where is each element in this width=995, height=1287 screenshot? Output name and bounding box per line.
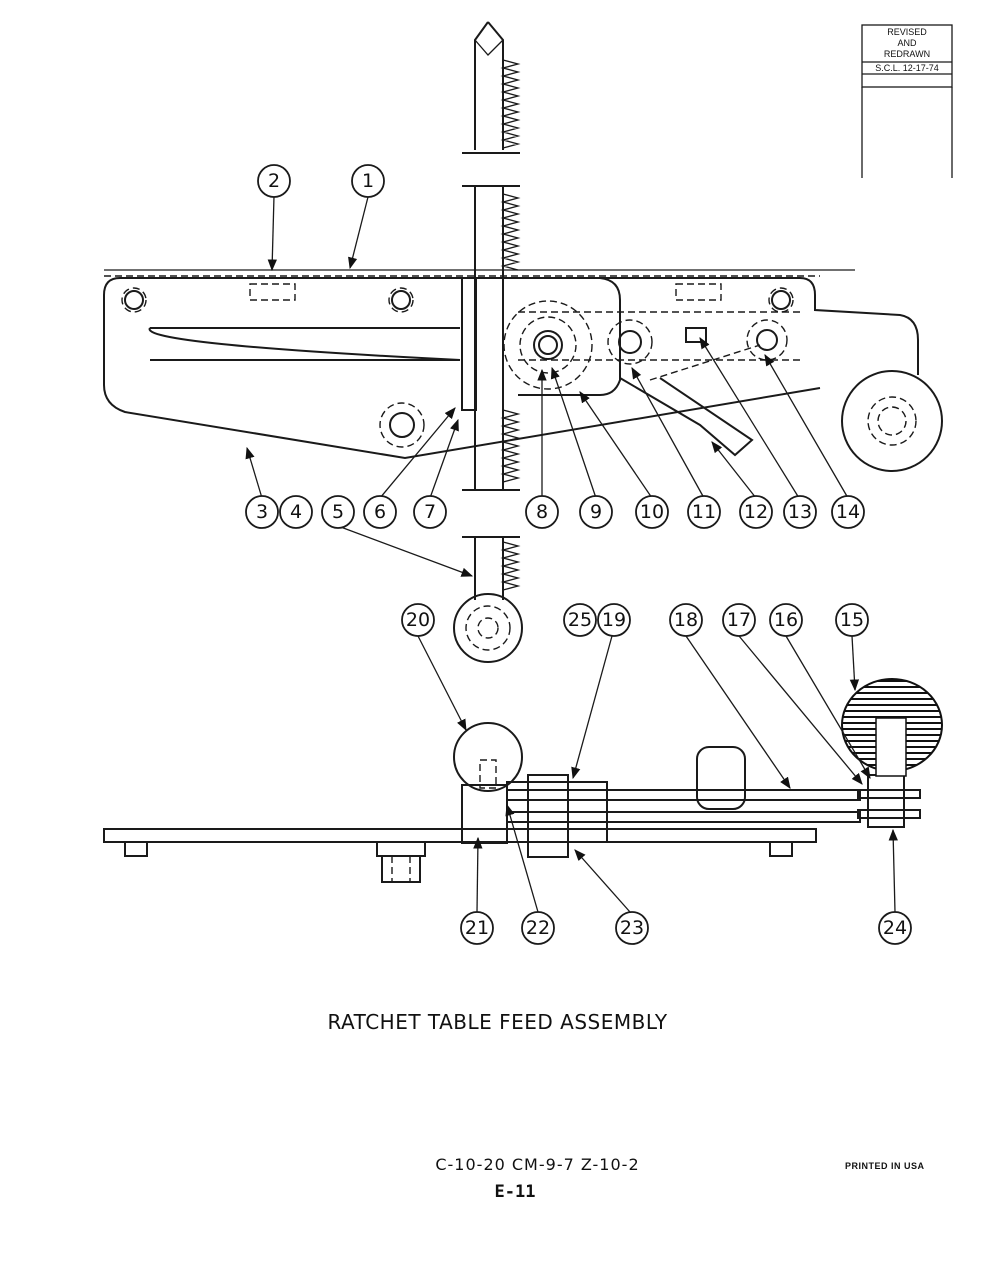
- svg-text:18: 18: [674, 609, 698, 631]
- callout-19: 19: [597, 603, 631, 637]
- svg-text:25: 25: [568, 609, 592, 631]
- callout-7: 7: [413, 495, 447, 529]
- svg-text:10: 10: [640, 501, 664, 523]
- callout-14: 14: [831, 495, 865, 529]
- callout-22: 22: [521, 911, 555, 945]
- printed-in-usa: PRINTED IN USA: [845, 1161, 925, 1171]
- callout-3: 3: [245, 495, 279, 529]
- svg-text:4: 4: [290, 501, 302, 523]
- page-number: E-11: [494, 1182, 536, 1202]
- callout-21: 21: [460, 911, 494, 945]
- svg-text:8: 8: [536, 501, 548, 523]
- side-view: [103, 678, 943, 883]
- callout-24: 24: [878, 911, 912, 945]
- rack-bottom: [453, 536, 523, 663]
- svg-text:2: 2: [268, 170, 280, 192]
- svg-text:14: 14: [836, 501, 860, 523]
- svg-text:15: 15: [840, 609, 864, 631]
- svg-text:5: 5: [332, 501, 344, 523]
- callout-4: 4: [279, 495, 313, 529]
- callout-13: 13: [783, 495, 817, 529]
- callout-16: 16: [769, 603, 803, 637]
- callout-9: 9: [579, 495, 613, 529]
- callout-11: 11: [687, 495, 721, 529]
- svg-text:20: 20: [406, 609, 430, 631]
- feed-plate: [103, 269, 943, 472]
- revision-line-4: S.C.L. 12-17-74: [875, 63, 939, 73]
- callout-15: 15: [835, 603, 869, 637]
- callout-6: 6: [363, 495, 397, 529]
- drawing-title: RATCHET TABLE FEED ASSEMBLY: [327, 1010, 668, 1034]
- leader-lines: [245, 195, 898, 913]
- svg-text:12: 12: [744, 501, 768, 523]
- svg-text:16: 16: [774, 609, 798, 631]
- callout-12: 12: [739, 495, 773, 529]
- svg-text:23: 23: [620, 917, 644, 939]
- revision-line-1: REVISED: [887, 27, 927, 37]
- callout-1: 1: [351, 164, 385, 198]
- revision-line-2: AND: [897, 38, 917, 48]
- svg-text:22: 22: [526, 917, 550, 939]
- callout-10: 10: [635, 495, 669, 529]
- callouts: 1 2 3 4 5 6 7 8 9 10 11 12 13 14 15 16 1…: [245, 164, 912, 945]
- callout-20: 20: [401, 603, 435, 637]
- svg-text:7: 7: [424, 501, 436, 523]
- svg-text:9: 9: [590, 501, 602, 523]
- callout-5: 5: [321, 495, 355, 529]
- callout-25: 25: [563, 603, 597, 637]
- callout-18: 18: [669, 603, 703, 637]
- callout-17: 17: [722, 603, 756, 637]
- svg-text:17: 17: [727, 609, 751, 631]
- svg-text:21: 21: [465, 917, 489, 939]
- revision-line-3: REDRAWN: [884, 49, 930, 59]
- rack-top: [462, 21, 521, 491]
- svg-text:1: 1: [362, 170, 374, 192]
- svg-text:24: 24: [883, 917, 907, 939]
- revision-box: REVISED AND REDRAWN S.C.L. 12-17-74: [861, 24, 953, 178]
- callout-2: 2: [257, 164, 291, 198]
- svg-text:3: 3: [256, 501, 268, 523]
- callout-23: 23: [615, 911, 649, 945]
- svg-text:13: 13: [788, 501, 812, 523]
- svg-text:19: 19: [602, 609, 626, 631]
- drawing-codes: C-10-20 CM-9-7 Z-10-2: [435, 1155, 640, 1174]
- svg-text:6: 6: [374, 501, 386, 523]
- callout-8: 8: [525, 495, 559, 529]
- svg-text:11: 11: [692, 501, 716, 523]
